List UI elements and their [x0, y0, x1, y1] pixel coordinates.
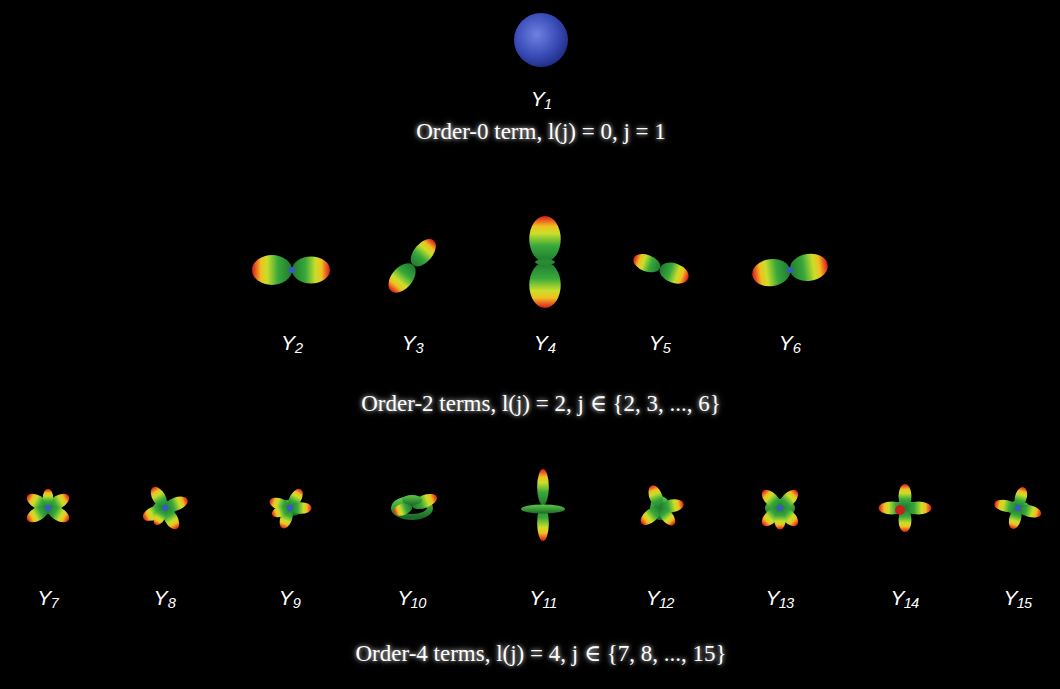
harmonic-label: Y₈	[154, 585, 177, 610]
order-0-glyph	[514, 13, 568, 67]
harmonic-label: Y₄	[534, 330, 556, 355]
harmonic-label: Y₆	[779, 330, 801, 355]
order-caption: Order-4 terms, l(j) = 4, j ∈ {7, 8, ...,…	[356, 640, 727, 668]
harmonic-label: Y₁₀	[397, 585, 426, 610]
harmonic-label: Y₁₂	[646, 585, 675, 610]
harmonic-label: Y₉	[279, 585, 301, 610]
order-caption: Order-0 term, l(j) = 0, j = 1	[416, 118, 666, 146]
order-caption: Order-2 terms, l(j) = 2, j ∈ {2, 3, ...,…	[361, 390, 721, 418]
harmonic-label: Y₅	[649, 330, 671, 355]
harmonic-label: Y₂	[281, 330, 303, 355]
order-4-glyphs	[24, 469, 1043, 541]
harmonic-label: Y₁₄	[890, 585, 919, 610]
harmonic-label: Y₃	[402, 330, 424, 355]
harmonic-label: Y₁₁	[529, 585, 556, 610]
harmonic-label: Y₁	[531, 86, 552, 111]
harmonic-label: Y₁₅	[1003, 585, 1032, 610]
order-2-glyphs	[252, 216, 830, 308]
harmonic-label: Y₁₃	[766, 585, 795, 610]
harmonic-label: Y₇	[37, 585, 58, 610]
